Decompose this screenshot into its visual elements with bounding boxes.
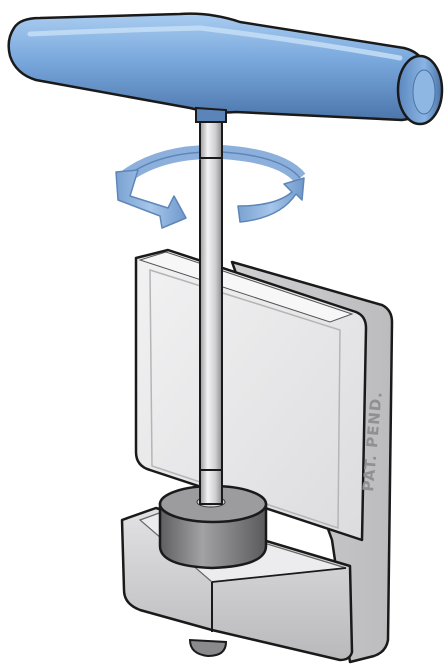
t-handle (9, 14, 442, 124)
threaded-rod (200, 118, 222, 508)
clamp-body (122, 250, 392, 662)
